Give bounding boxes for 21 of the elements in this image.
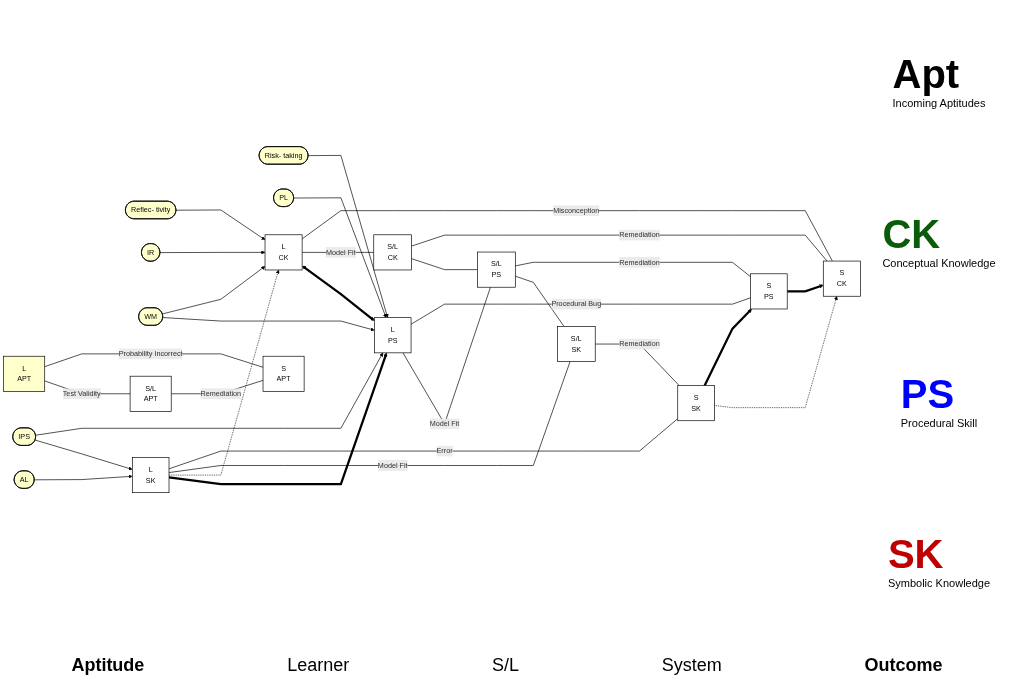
arrow — [703, 309, 752, 387]
row-heading: CK — [882, 211, 942, 257]
arrow — [302, 266, 375, 322]
row-heading: PS — [900, 371, 956, 417]
connector — [411, 258, 478, 271]
arrow — [787, 284, 824, 293]
row-description: Procedural Skill — [900, 416, 978, 429]
connector — [514, 276, 565, 328]
column-heading: Outcome — [864, 654, 943, 676]
column-heading: Aptitude — [71, 654, 145, 676]
row-description: Conceptual Knowledge — [882, 256, 996, 269]
column-heading: Learner — [287, 654, 350, 676]
connector — [411, 235, 828, 262]
column-heading: S/L — [492, 654, 519, 676]
row-heading: Apt — [892, 51, 961, 97]
row-heading: SK — [887, 531, 945, 577]
connector — [410, 297, 751, 325]
row-description: Incoming Aptitudes — [892, 96, 986, 109]
connector — [168, 418, 679, 470]
column-heading: System — [661, 654, 722, 676]
row-description: Symbolic Knowledge — [887, 576, 991, 589]
